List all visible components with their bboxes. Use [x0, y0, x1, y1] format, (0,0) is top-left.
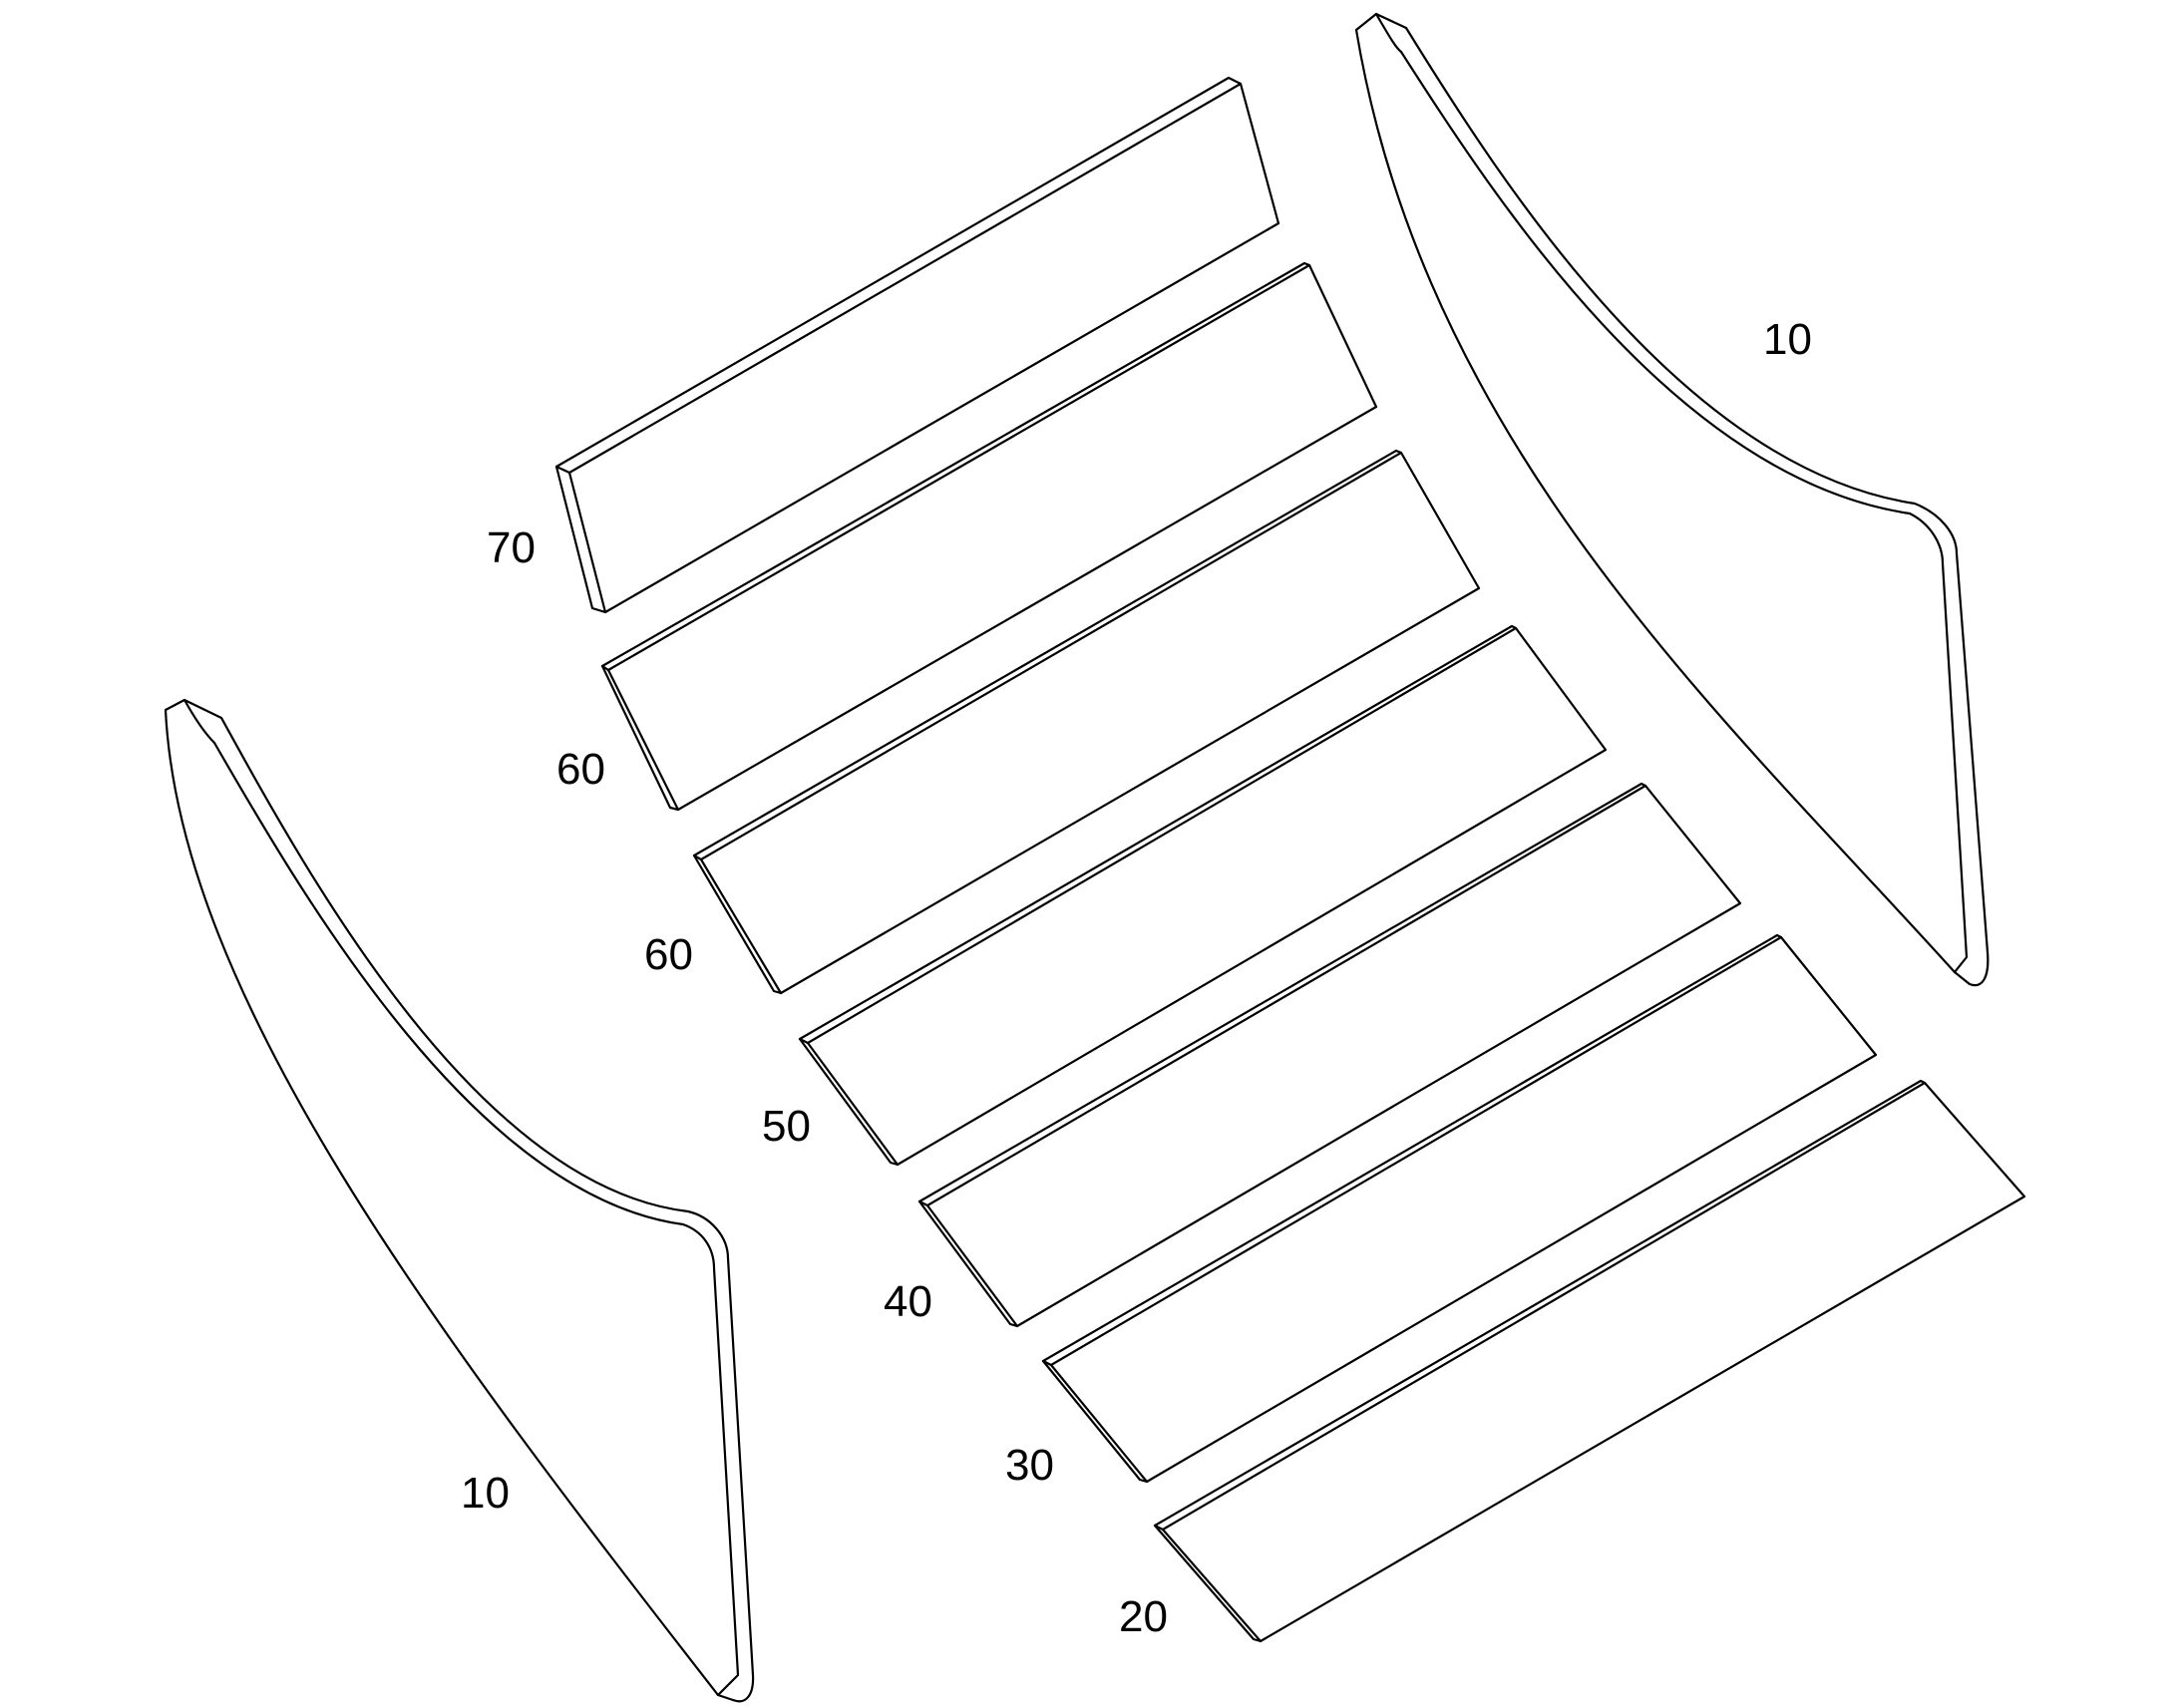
label-slat-20: 20 — [1119, 1592, 1168, 1641]
slat-70 — [554, 76, 1280, 614]
label-slat-60-upper: 60 — [556, 745, 605, 794]
slat-60-lower — [692, 449, 1481, 995]
label-slat-50: 50 — [762, 1102, 811, 1151]
side-panel-right — [1354, 12, 1990, 987]
slat-20 — [1153, 1079, 2026, 1643]
label-slat-30: 30 — [1005, 1441, 1054, 1490]
slat-50 — [798, 624, 1608, 1167]
slat-30 — [1041, 933, 1878, 1484]
label-side-panel-left: 10 — [461, 1469, 510, 1518]
side-panel-left — [164, 698, 755, 1703]
label-side-panel-right: 10 — [1763, 315, 1812, 364]
label-slat-40: 40 — [884, 1277, 932, 1326]
label-slat-70: 70 — [487, 523, 536, 572]
slat-40 — [917, 782, 1742, 1328]
label-slat-60-lower: 60 — [644, 930, 693, 979]
slat-60-upper — [600, 261, 1378, 812]
